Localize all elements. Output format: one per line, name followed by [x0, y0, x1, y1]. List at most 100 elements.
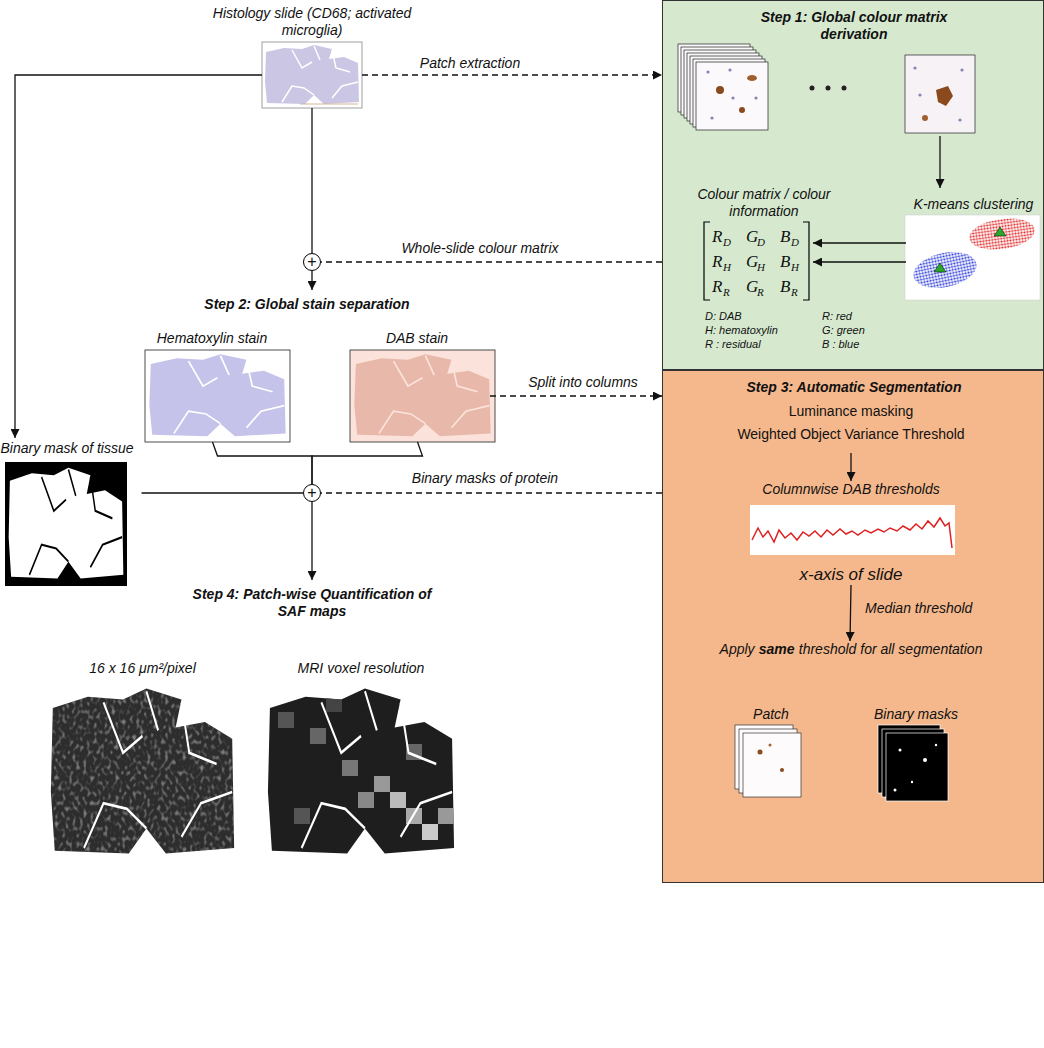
node-text: Histology slide (CD68; activated microgl…	[212, 5, 412, 39]
node-text: MRI voxel resolution	[262, 660, 460, 677]
matrix-subscript: H	[791, 261, 799, 273]
matrix-entry: G	[746, 227, 758, 247]
tissue-mask-image	[29, 470, 122, 575]
image-frame: Binary masks	[879, 726, 953, 804]
patch-stack	[678, 44, 768, 130]
image-region: Binary mask of tissue	[0, 438, 142, 588]
hematoxylin-image	[145, 350, 290, 442]
matrix-frame: Colour matrix / colour information	[704, 223, 813, 303]
plot-region: Columnwise DAB thresholdsx-axis of slide	[746, 481, 956, 585]
saf-map-mri	[342, 760, 358, 776]
tissue-mask-image	[5, 462, 127, 586]
node-text: Binary masks	[861, 706, 971, 723]
ellipsis-dots	[842, 86, 847, 91]
saf-map-mri	[310, 728, 326, 744]
stain-spots	[754, 96, 757, 99]
connector	[142, 492, 304, 493]
matrix-subscript: R	[757, 286, 764, 298]
tissue-mask-image	[5, 462, 127, 586]
segment-mask-stack	[894, 789, 897, 792]
plus-junction: +	[303, 484, 321, 502]
connector	[312, 442, 423, 484]
step1-panel-fill	[662, 0, 1044, 370]
hematoxylin-image	[145, 350, 290, 442]
step-region: Step 2: Global stain separationHematoxyl…	[135, 290, 505, 445]
ellipsis-dots	[810, 86, 847, 91]
matrix-brackets	[704, 222, 809, 300]
single-patch	[905, 55, 975, 133]
slide-thumbnail	[265, 45, 359, 104]
matrix-entry: R	[712, 277, 722, 297]
single-patch	[922, 115, 928, 121]
apply-text: Applysamethreshold for all segmentation	[701, 641, 1001, 665]
kmeans-plot	[905, 215, 1040, 300]
image-frame: 16 x 16 μm²/pixel	[45, 680, 240, 865]
connector	[362, 74, 662, 75]
node-text: Weighted Object Variance Threshold	[701, 426, 1001, 443]
matrix-entry: R	[712, 252, 722, 272]
node-text: Step 1: Global colour matrix derivation	[739, 9, 969, 43]
saf-map-fine	[51, 688, 234, 853]
step-panel: Step 3: Automatic SegmentationLuminance …	[662, 370, 1044, 883]
stain-spots	[731, 96, 734, 99]
single-patch	[905, 55, 975, 133]
dab-image	[379, 356, 489, 434]
legend-text: H: hematoxylin	[705, 324, 778, 336]
node-text: Step 4: Patch-wise Quantification of SAF…	[192, 586, 432, 620]
image-frame: Patch	[736, 726, 806, 800]
slide-thumbnail	[262, 42, 362, 108]
single-patch	[918, 93, 921, 96]
matrix-entry: G	[746, 277, 758, 297]
segment-patch-stack	[758, 750, 763, 755]
edge-label: Patch extraction	[417, 55, 523, 72]
dab-image	[350, 350, 495, 442]
kmeans-plot	[934, 263, 946, 272]
kmeans-plot	[994, 227, 1006, 236]
node-text: Step 3: Automatic Segmentation	[704, 379, 1004, 396]
single-patch	[936, 86, 953, 106]
image-frame: K-means clustering	[906, 216, 1041, 301]
node-text: Step 2: Global stain separation	[177, 296, 437, 313]
node-text: x-axis of slide	[746, 565, 956, 585]
plus-junction: +	[303, 253, 321, 271]
node-text: threshold for all segmentation	[799, 641, 983, 657]
saf-map-mri	[278, 712, 294, 728]
saf-map-mri	[422, 824, 438, 840]
tissue-mask-image	[9, 468, 124, 579]
saf-map-fine	[45, 680, 240, 865]
saf-map-mri	[302, 691, 452, 848]
connector	[213, 442, 313, 484]
saf-map-fine	[84, 691, 232, 848]
connector	[850, 585, 851, 641]
dab-image	[354, 354, 490, 436]
single-patch	[958, 118, 961, 121]
hematoxylin-image	[149, 354, 285, 436]
stain-spots	[747, 75, 757, 81]
single-patch	[913, 66, 916, 69]
segment-patch-stack	[735, 725, 801, 797]
connector	[311, 271, 312, 290]
legend-text: R: red	[822, 310, 852, 322]
edge-label: Median threshold	[862, 600, 975, 617]
patch-arrow	[939, 136, 940, 188]
threshold-plot	[750, 505, 955, 555]
saf-map-mri	[374, 776, 390, 792]
matrix-entry: B	[780, 252, 790, 272]
saf-map-mri	[326, 696, 342, 712]
saf-map-mri	[268, 688, 454, 853]
segment-patch-stack	[780, 768, 784, 772]
single-patch	[960, 68, 963, 71]
step-panel: Step 1: Global colour matrix derivationK…	[662, 0, 1044, 370]
connector	[311, 502, 312, 580]
image-frame: Hematoxylin stain	[140, 350, 285, 442]
matrix-subscript: H	[723, 261, 731, 273]
threshold-plot	[750, 505, 955, 555]
slide-thumbnail	[300, 104, 358, 105]
step3-panel-fill	[662, 370, 1044, 883]
image-frame: DAB stain	[345, 350, 490, 442]
node-text: Binary mask of tissue	[1, 440, 134, 457]
saf-map-fine	[45, 680, 240, 865]
segment-mask-stack	[935, 744, 937, 746]
